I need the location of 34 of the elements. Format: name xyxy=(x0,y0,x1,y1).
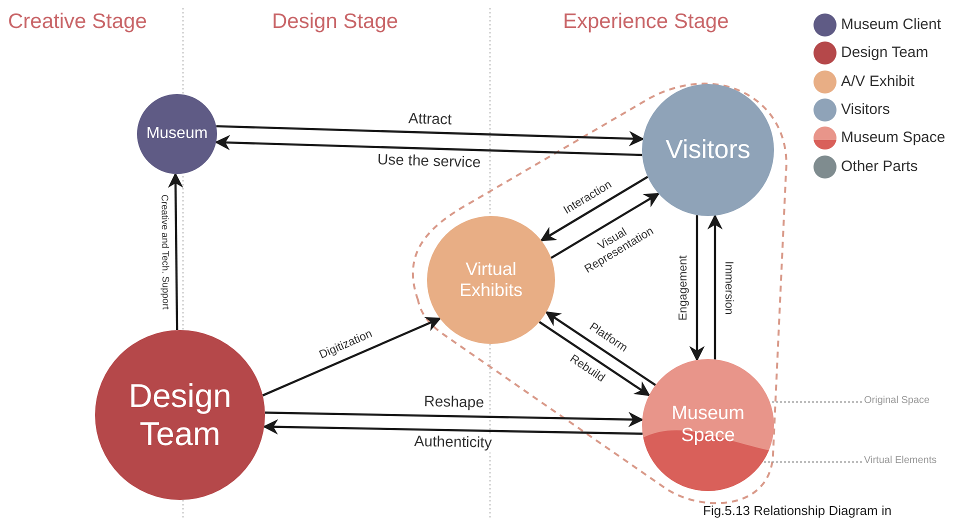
arrow xyxy=(214,134,642,156)
leader-text: Virtual Elements xyxy=(864,455,937,466)
legend-label: Other Parts xyxy=(841,158,918,174)
arrow xyxy=(262,419,643,435)
node-label: Visitors xyxy=(666,135,750,165)
arrow xyxy=(550,192,660,259)
legend-label: Museum Space xyxy=(841,129,946,146)
arrow xyxy=(538,321,650,396)
stage-heading: Experience Stage xyxy=(563,10,729,34)
legend-label: Visitors xyxy=(841,100,890,118)
legend-label: Design Team xyxy=(841,44,928,62)
edge-label: Engagement xyxy=(678,254,690,322)
leader-text: Original Space xyxy=(864,395,930,406)
arrow xyxy=(540,176,648,242)
legend-label: Museum Client xyxy=(841,16,942,33)
node-label: Virtual Exhibits xyxy=(458,259,524,301)
edge-label: Authenticity xyxy=(413,434,494,452)
arrow xyxy=(216,125,644,146)
arrow xyxy=(264,412,644,428)
arrow xyxy=(689,215,705,362)
space-circle xyxy=(642,359,774,491)
figure-caption: Fig.5.13 Relationship Diagram in xyxy=(703,503,892,518)
node-label: Museum xyxy=(146,124,208,144)
arrow xyxy=(707,214,723,360)
arrow xyxy=(545,311,656,386)
stage-heading: Design Stage xyxy=(272,10,398,34)
arrow xyxy=(262,317,442,396)
stage-heading: Creative Stage xyxy=(8,10,147,34)
legend-label: A/V Exhibit xyxy=(841,72,914,90)
edge-label: Reshape xyxy=(422,394,485,412)
edge-label: Creative and Tech. Support xyxy=(158,194,170,311)
node-label: Design Team xyxy=(128,377,232,453)
arrow xyxy=(168,172,184,330)
node-label: Museum Space xyxy=(670,403,746,447)
